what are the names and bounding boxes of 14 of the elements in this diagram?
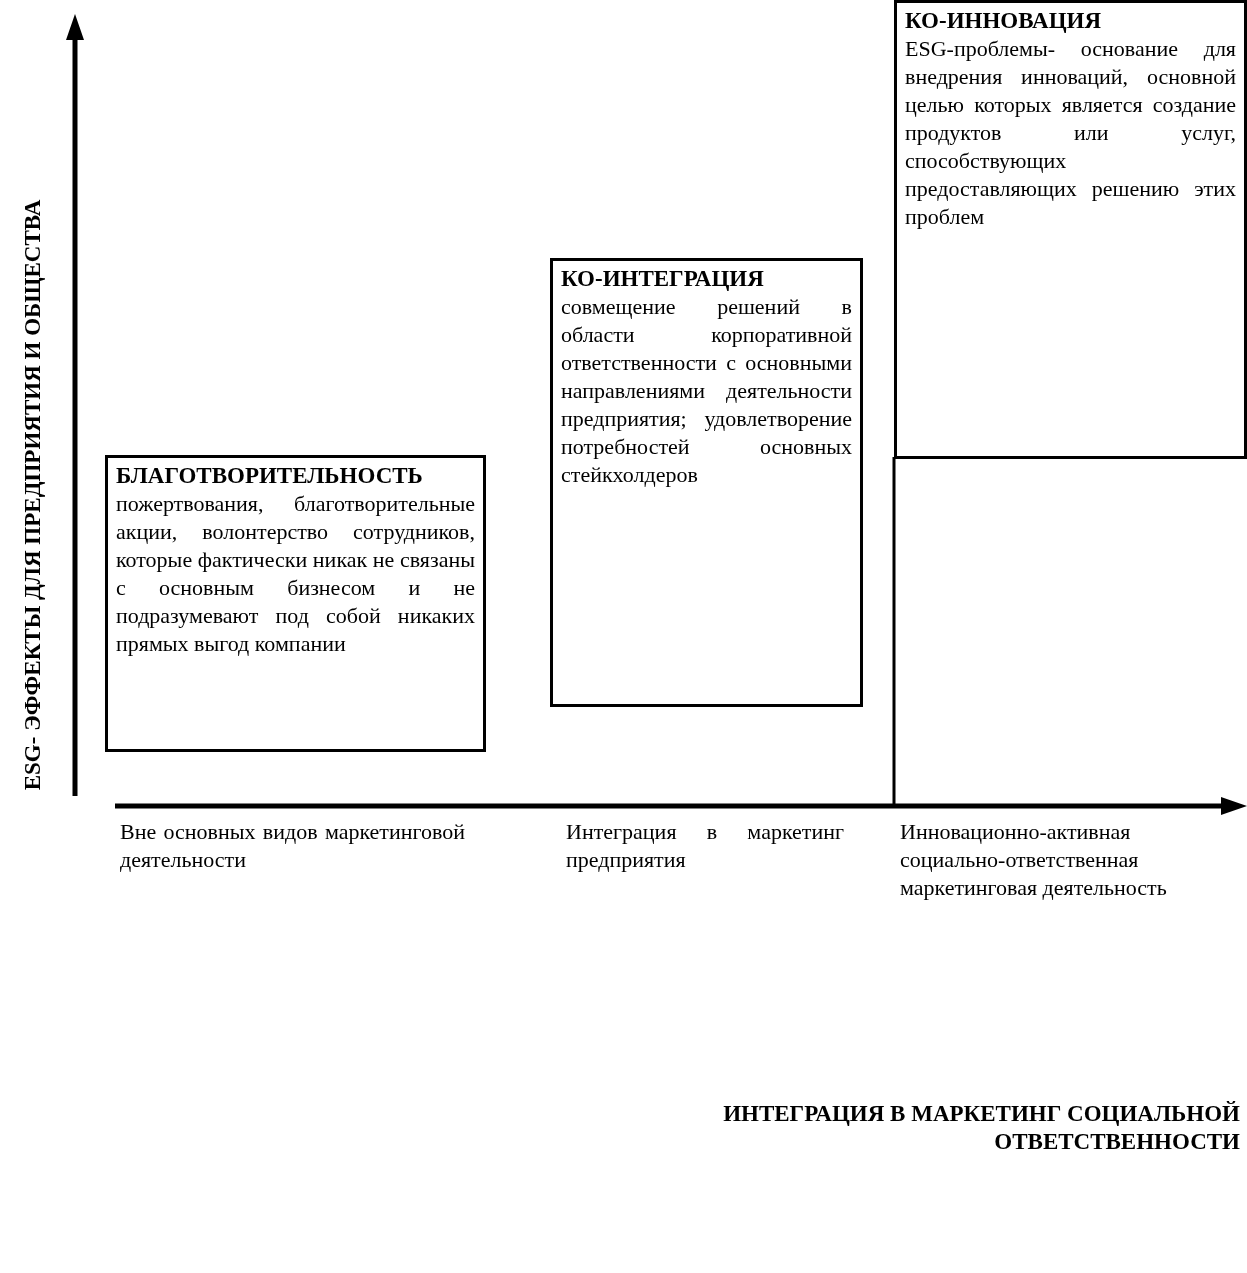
- stage-box: [105, 455, 486, 752]
- box-description: ESG-проблемы- основание для внедрения инноваций, основной целью которых является создание продуктов или услуг, способствующих предоставляющих решению этих проблем: [905, 35, 1236, 231]
- box-heading: КО-ИННОВАЦИЯ: [905, 7, 1103, 35]
- x-axis-title: ИНТЕГРАЦИЯ В МАРКЕТИНГ СОЦИАЛЬНОЙ ОТВЕТСТВЕННОСТИ: [722, 1100, 1240, 1156]
- stage-box: [894, 0, 1247, 459]
- box-description: совмещение решений в области корпоративной ответственности с основными направлениями деятельности предприятия; удовлетворение потребностей основных стейкхолдеров: [561, 293, 852, 489]
- x-axis-category: Вне основных видов маркетинговой деятельности: [120, 818, 465, 874]
- stage-box: [550, 258, 863, 707]
- x-axis-category: Инновационно-активная социально-ответственная маркетинговая деятельность: [900, 818, 1168, 902]
- box-heading: КО-ИНТЕГРАЦИЯ: [561, 265, 765, 293]
- box-heading: БЛАГОТВОРИТЕЛЬНОСТЬ: [116, 462, 424, 490]
- y-axis-title: ESG- ЭФФЕКТЫ ДЛЯ ПРЕДПРИЯТИЯ И ОБЩЕСТВА: [18, 199, 46, 791]
- x-axis-category: Интеграция в маркетинг предприятия: [566, 818, 844, 874]
- box-description: пожертвования, благотворительные акции, волонтерство сотрудников, которые фактически никак не связаны с основным бизнесом и не подразумевают под собой никаких прямых выгод компании: [116, 490, 475, 658]
